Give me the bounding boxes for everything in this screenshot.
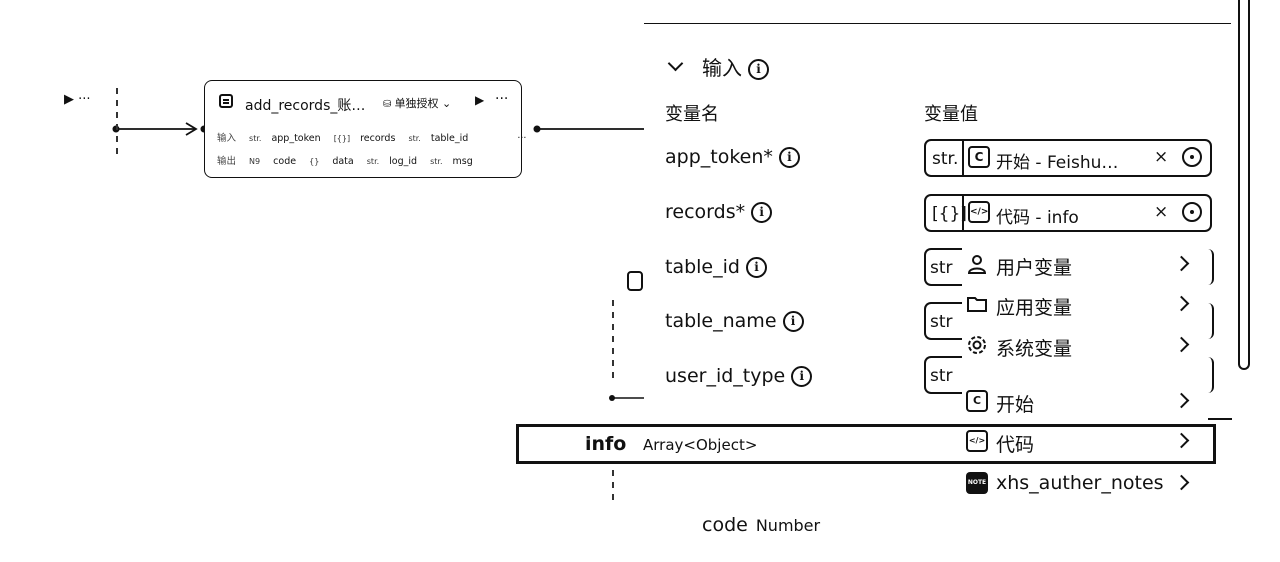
workflow-node-add-records[interactable]: add_records_账… ⛁ 单独授权 ⌄ ▶ ··· 输入 str.app… bbox=[204, 80, 526, 178]
collapse-chevron-icon[interactable] bbox=[667, 55, 684, 72]
clear-icon[interactable]: × bbox=[1154, 202, 1169, 222]
variable-picker-icon[interactable] bbox=[1182, 147, 1202, 167]
chevron-right-icon bbox=[1173, 255, 1190, 272]
chevron-right-icon bbox=[1173, 432, 1190, 449]
menu-item-system-variables[interactable]: 系统变量 bbox=[962, 329, 1202, 363]
type-badge: str. bbox=[932, 149, 959, 169]
info-icon[interactable]: i bbox=[745, 257, 767, 278]
panel-scrollbar[interactable] bbox=[1238, 0, 1250, 370]
value-field-records[interactable]: [{}] </> 代码 - info × bbox=[924, 194, 1212, 232]
menu-item-start-node[interactable]: C 开始 bbox=[962, 385, 1202, 419]
info-icon[interactable]: i bbox=[751, 202, 773, 223]
node-output-item: str.log_id bbox=[366, 156, 418, 167]
node-input-item: str.table_id bbox=[408, 133, 469, 144]
chevron-right-icon bbox=[1173, 336, 1190, 353]
node-output-item: {} data bbox=[309, 156, 354, 167]
plugin-node-icon: NOTE bbox=[966, 472, 988, 494]
start-node-icon: C bbox=[966, 390, 988, 412]
type-badge: [{}] bbox=[932, 204, 967, 224]
node-output-item: N9 code bbox=[249, 156, 297, 167]
auth-icon: ⛁ bbox=[383, 99, 395, 110]
edge-in-arrow bbox=[185, 122, 198, 136]
menu-item-xhs-auther-notes[interactable]: NOTE xhs_auther_notes bbox=[962, 467, 1202, 501]
node-title: add_records_账… bbox=[245, 98, 366, 114]
value-field-table-name[interactable]: str bbox=[924, 302, 962, 340]
auth-dropdown[interactable]: ⛁ 单独授权 ⌄ bbox=[383, 97, 452, 110]
node-output-item: str.msg bbox=[430, 156, 473, 167]
chevron-right-icon bbox=[1173, 474, 1190, 491]
variable-reference: 开始 - Feishu… bbox=[996, 153, 1119, 173]
node-input-item: [{}]records bbox=[333, 133, 396, 144]
value-field-user-id-type[interactable]: str bbox=[924, 356, 962, 394]
node-inputs-more[interactable]: ··· bbox=[517, 133, 527, 144]
param-records: records*i bbox=[665, 201, 773, 223]
info-icon[interactable]: i bbox=[748, 59, 769, 80]
hidden-node-icon bbox=[627, 271, 643, 291]
output-name: info bbox=[585, 433, 627, 455]
menu-item-code-node-overlay[interactable]: </> 代码 bbox=[962, 425, 1202, 459]
chevron-right-icon bbox=[1173, 295, 1190, 312]
variable-reference: 代码 - info bbox=[996, 208, 1079, 228]
info-icon[interactable]: i bbox=[778, 147, 800, 168]
column-header-name: 变量名 bbox=[665, 104, 719, 125]
output-type: Array<Object> bbox=[643, 436, 758, 454]
node-more-button[interactable]: ··· bbox=[495, 91, 509, 107]
value-field-app-token[interactable]: str. C 开始 - Feishu… × bbox=[924, 139, 1212, 177]
code-node-icon: </> bbox=[968, 201, 990, 223]
user-icon bbox=[967, 255, 987, 274]
start-node-icon: C bbox=[968, 146, 990, 168]
column-header-value: 变量值 bbox=[924, 104, 978, 125]
code-node-icon: </> bbox=[966, 430, 988, 452]
menu-item-user-variables[interactable]: 用户变量 bbox=[962, 248, 1202, 282]
menu-item-app-variables[interactable]: 应用变量 bbox=[962, 288, 1202, 322]
node-outputs-row: 输出 N9 code {} data str.log_id str.msg bbox=[217, 156, 473, 167]
info-icon[interactable]: i bbox=[782, 311, 804, 332]
panel-top-divider bbox=[644, 23, 1231, 24]
node-input-item: str.app_token bbox=[249, 133, 321, 144]
node-inputs-row: 输入 str.app_token [{}]records str.table_i… bbox=[217, 133, 527, 144]
variable-picker-icon[interactable] bbox=[1182, 202, 1202, 222]
output-option-info[interactable]: info Array<Object> bbox=[516, 424, 1216, 464]
plugin-node-icon bbox=[219, 94, 233, 108]
chevron-right-icon bbox=[1173, 392, 1190, 409]
canvas-left-controls[interactable]: ▶ ··· bbox=[64, 92, 91, 107]
param-app-token: app_token*i bbox=[665, 146, 800, 168]
folder-icon bbox=[967, 297, 987, 312]
gear-icon bbox=[968, 336, 986, 354]
value-field-table-id[interactable]: str bbox=[924, 248, 962, 286]
run-node-button[interactable]: ▶ bbox=[475, 93, 485, 107]
info-icon[interactable]: i bbox=[791, 366, 813, 387]
clear-icon[interactable]: × bbox=[1154, 147, 1169, 167]
variable-dropdown-menu: 用户变量 应用变量 系统变量 C 开始 </> 代码 NOTE xhs_auth… bbox=[962, 246, 1202, 506]
chevron-down-icon: ⌄ bbox=[438, 97, 452, 110]
